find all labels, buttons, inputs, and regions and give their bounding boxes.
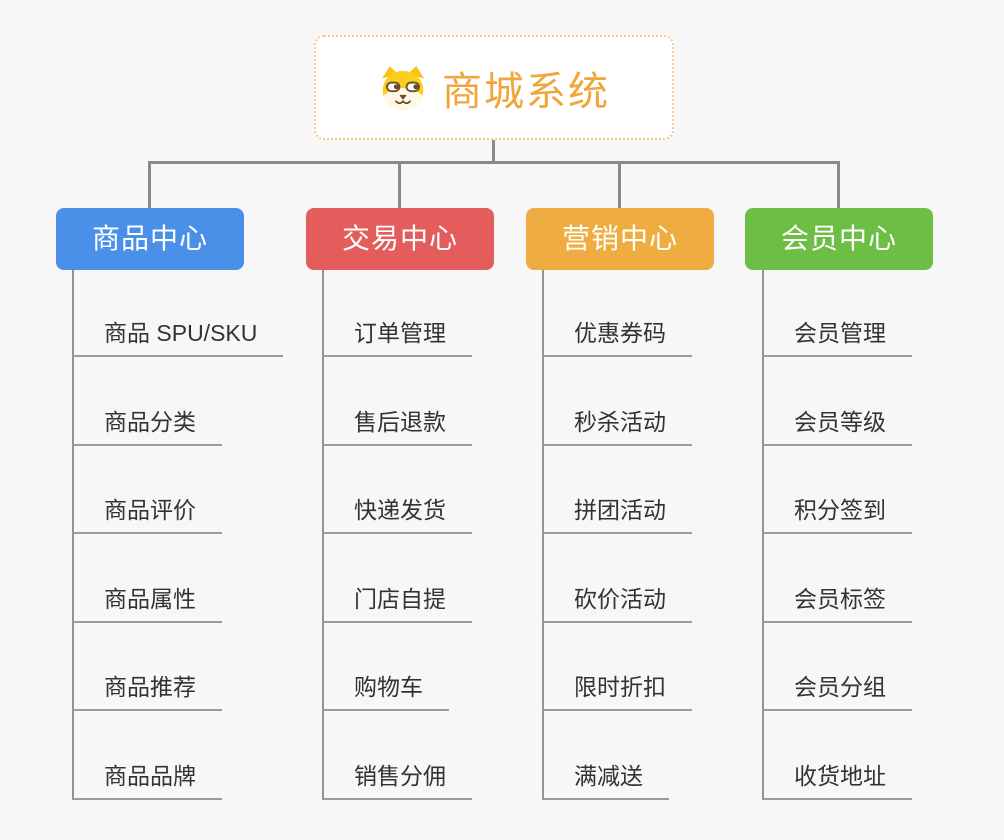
- connector-drop-marketing: [618, 161, 621, 209]
- branch-product-center[interactable]: 商品中心: [56, 208, 244, 270]
- connector-drop-trade: [398, 161, 401, 209]
- leaf-coupon-code[interactable]: 优惠券码: [542, 313, 692, 357]
- connector-trunk-member: [762, 270, 764, 799]
- leaf-member-tag[interactable]: 会员标签: [762, 579, 912, 623]
- branch-trade-center[interactable]: 交易中心: [306, 208, 494, 270]
- leaf-order-management[interactable]: 订单管理: [322, 313, 472, 357]
- connector-trunk-marketing: [542, 270, 544, 799]
- leaf-store-pickup[interactable]: 门店自提: [322, 579, 472, 623]
- leaf-flash-sale[interactable]: 秒杀活动: [542, 402, 692, 446]
- branch-member-center[interactable]: 会员中心: [745, 208, 933, 270]
- root-title: 商城系统: [442, 69, 610, 114]
- leaf-express-delivery[interactable]: 快递发货: [322, 490, 472, 534]
- connector-trunk-product: [72, 270, 74, 799]
- leaf-product-category[interactable]: 商品分类: [72, 402, 222, 446]
- connector-trunk-trade: [322, 270, 324, 799]
- connector-horizontal-bar: [148, 161, 839, 164]
- connector-drop-member: [837, 161, 840, 209]
- leaf-shipping-address[interactable]: 收货地址: [762, 756, 912, 800]
- leaf-product-attribute[interactable]: 商品属性: [72, 579, 222, 623]
- leaf-member-level[interactable]: 会员等级: [762, 402, 912, 446]
- connector-root-stub: [492, 140, 495, 164]
- leaf-product-brand[interactable]: 商品品牌: [72, 756, 222, 800]
- leaf-limited-discount[interactable]: 限时折扣: [542, 667, 692, 711]
- leaf-product-spu-sku[interactable]: 商品 SPU/SKU: [72, 313, 284, 357]
- shiba-dog-icon: [381, 65, 425, 110]
- leaf-product-review[interactable]: 商品评价: [72, 490, 222, 534]
- root-node[interactable]: 商城系统: [314, 35, 674, 140]
- leaf-points-checkin[interactable]: 积分签到: [762, 490, 912, 534]
- leaf-shopping-cart[interactable]: 购物车: [322, 667, 449, 711]
- leaf-member-group[interactable]: 会员分组: [762, 667, 912, 711]
- leaf-bargain-activity[interactable]: 砍价活动: [542, 579, 692, 623]
- leaf-full-reduction[interactable]: 满减送: [542, 756, 669, 800]
- branch-marketing-center[interactable]: 营销中心: [526, 208, 714, 270]
- connector-drop-product: [148, 161, 151, 209]
- leaf-sales-commission[interactable]: 销售分佣: [322, 756, 472, 800]
- leaf-group-buying[interactable]: 拼团活动: [542, 490, 692, 534]
- leaf-product-recommend[interactable]: 商品推荐: [72, 667, 222, 711]
- leaf-member-management[interactable]: 会员管理: [762, 313, 912, 357]
- leaf-aftersale-refund[interactable]: 售后退款: [322, 402, 472, 446]
